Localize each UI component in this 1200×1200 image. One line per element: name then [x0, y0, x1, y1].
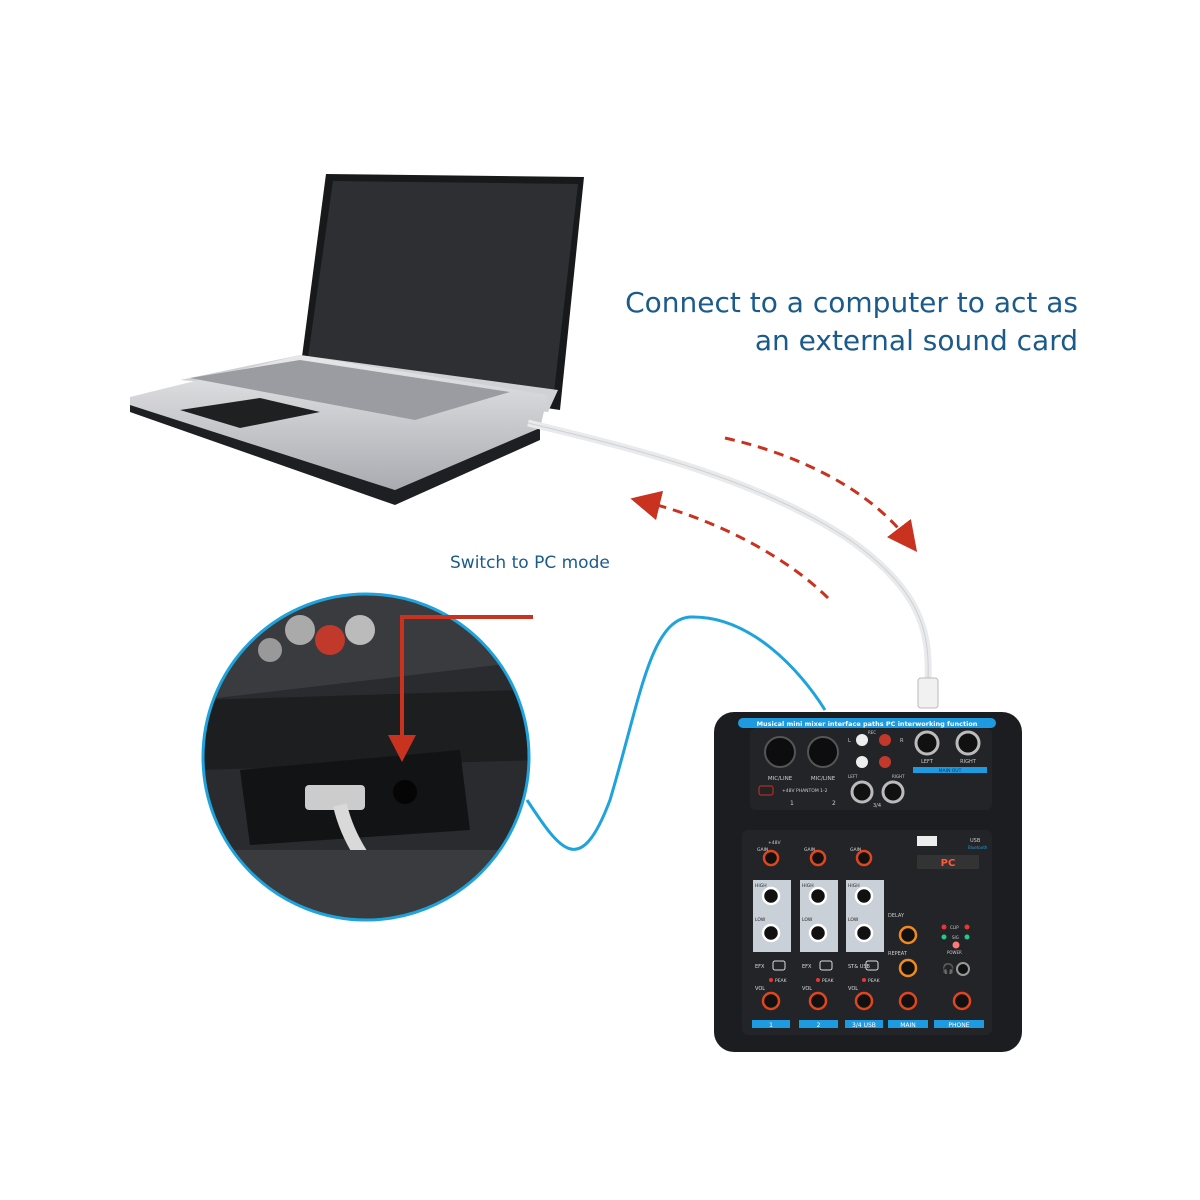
svg-text:1: 1 [790, 800, 794, 807]
usb-port [917, 836, 937, 846]
mixer-banner-strip [738, 718, 996, 728]
volume-knob[interactable] [761, 991, 781, 1011]
gain-knob[interactable] [809, 849, 827, 867]
repeat-knob[interactable] [898, 958, 918, 978]
laptop-touchpad [180, 398, 320, 428]
arrow-to-laptop [630, 490, 830, 600]
gain-label: GAIN [850, 847, 861, 853]
svg-text:VOL: VOL [848, 986, 858, 992]
channel-strip-label-bg [934, 1020, 984, 1028]
pointer-arrow-icon [388, 735, 416, 762]
audio-mixer: Musical mini mixer interface paths PC in… [714, 712, 1022, 1052]
channel-strip-label-bg [799, 1020, 838, 1028]
svg-text:LOW: LOW [848, 917, 859, 923]
volume-knob[interactable] [854, 991, 874, 1011]
svg-text:USB: USB [970, 838, 981, 844]
svg-text:Bluetooth: Bluetooth [968, 845, 988, 850]
svg-text:VOL: VOL [755, 986, 765, 992]
svg-text:PEAK: PEAK [868, 978, 881, 984]
gain-knob[interactable] [855, 849, 873, 867]
svg-text:LOW: LOW [755, 917, 766, 923]
high-eq-knob[interactable] [854, 886, 874, 906]
svg-text:MAIN OUT: MAIN OUT [939, 768, 962, 774]
svg-text:PEAK: PEAK [822, 978, 835, 984]
mixer-banner: Musical mini mixer interface paths PC in… [757, 720, 978, 728]
svg-text:REPEAT: REPEAT [888, 951, 908, 957]
xlr-input-2 [807, 736, 839, 768]
svg-text:RIGHT: RIGHT [960, 759, 977, 765]
mode-display: PC [941, 858, 956, 869]
channel-strip-label-bg [888, 1020, 928, 1028]
svg-text:2: 2 [832, 800, 836, 807]
efx-button[interactable] [819, 960, 833, 971]
headline-line-2: an external sound card [754, 324, 1078, 357]
arrow-to-mixer [724, 436, 918, 552]
headline: Connect to a computer to act as an exter… [625, 284, 1078, 360]
efx-button[interactable] [865, 960, 879, 971]
callout-line [525, 615, 827, 851]
svg-text:POWER: POWER [947, 950, 962, 955]
svg-text:EFX: EFX [755, 964, 765, 970]
svg-text:HIGH: HIGH [755, 883, 767, 889]
channel-strip-label: PHONE [948, 1022, 969, 1029]
svg-text:MIC/LINE: MIC/LINE [811, 776, 836, 782]
channel-strip-label-bg [845, 1020, 883, 1028]
main-volume-knob[interactable] [898, 991, 918, 1011]
svg-text:LOW: LOW [802, 917, 813, 923]
channel-strip-label: MAIN [900, 1022, 916, 1029]
svg-text:HIGH: HIGH [802, 883, 814, 889]
svg-text:LEFT: LEFT [848, 774, 858, 779]
laptop-screen [308, 181, 578, 392]
svg-text:CLIP: CLIP [950, 925, 959, 930]
laptop [130, 174, 584, 505]
usb-connector [305, 785, 365, 810]
phone-volume-knob[interactable] [952, 991, 972, 1011]
svg-text:HIGH: HIGH [848, 883, 860, 889]
high-eq-knob[interactable] [808, 886, 828, 906]
svg-text:EFX: EFX [802, 964, 812, 970]
svg-text:L: L [848, 738, 851, 744]
delay-knob[interactable] [898, 925, 918, 945]
low-eq-knob[interactable] [808, 923, 828, 943]
volume-knob[interactable] [808, 991, 828, 1011]
svg-text:REC: REC [868, 730, 876, 735]
efx-button[interactable] [772, 960, 786, 971]
gain-label: GAIN [804, 847, 815, 853]
headline-line-1: Connect to a computer to act as [625, 286, 1078, 319]
usb-cable [527, 419, 932, 681]
headphone-jack [956, 962, 970, 976]
headphone-icon: 🎧 [942, 962, 954, 975]
low-eq-knob[interactable] [761, 923, 781, 943]
svg-text:ST& USB: ST& USB [848, 964, 871, 970]
svg-text:MIC/LINE: MIC/LINE [768, 776, 793, 782]
usb-plug [917, 677, 939, 709]
channel-strip-label: 2 [817, 1022, 821, 1029]
laptop-keyboard [190, 360, 510, 420]
svg-text:RIGHT: RIGHT [892, 774, 905, 779]
svg-text:3/4: 3/4 [873, 803, 881, 809]
svg-text:PEAK: PEAK [775, 978, 788, 984]
svg-text:SIG: SIG [952, 935, 959, 940]
channel-strip-label: 1 [769, 1022, 773, 1029]
phantom-switch[interactable] [758, 785, 774, 796]
channel-strip-label-bg [752, 1020, 790, 1028]
svg-text:+48V: +48V [768, 840, 781, 846]
low-eq-knob[interactable] [854, 923, 874, 943]
mode-button [393, 780, 417, 804]
svg-text:DELAY: DELAY [888, 913, 905, 919]
svg-text:+48V PHANTOM 1-2: +48V PHANTOM 1-2 [782, 788, 828, 794]
svg-text:VOL: VOL [802, 986, 812, 992]
channel-strip-label: 3/4 USB [852, 1022, 876, 1029]
gain-label: GAIN [757, 847, 768, 853]
gain-knob[interactable] [762, 849, 780, 867]
usb-port-closeup [201, 592, 533, 922]
svg-text:LEFT: LEFT [921, 759, 934, 765]
pc-mode-note: Switch to PC mode [450, 553, 610, 573]
svg-text:R: R [900, 738, 904, 744]
high-eq-knob[interactable] [761, 886, 781, 906]
xlr-input-1 [764, 736, 796, 768]
